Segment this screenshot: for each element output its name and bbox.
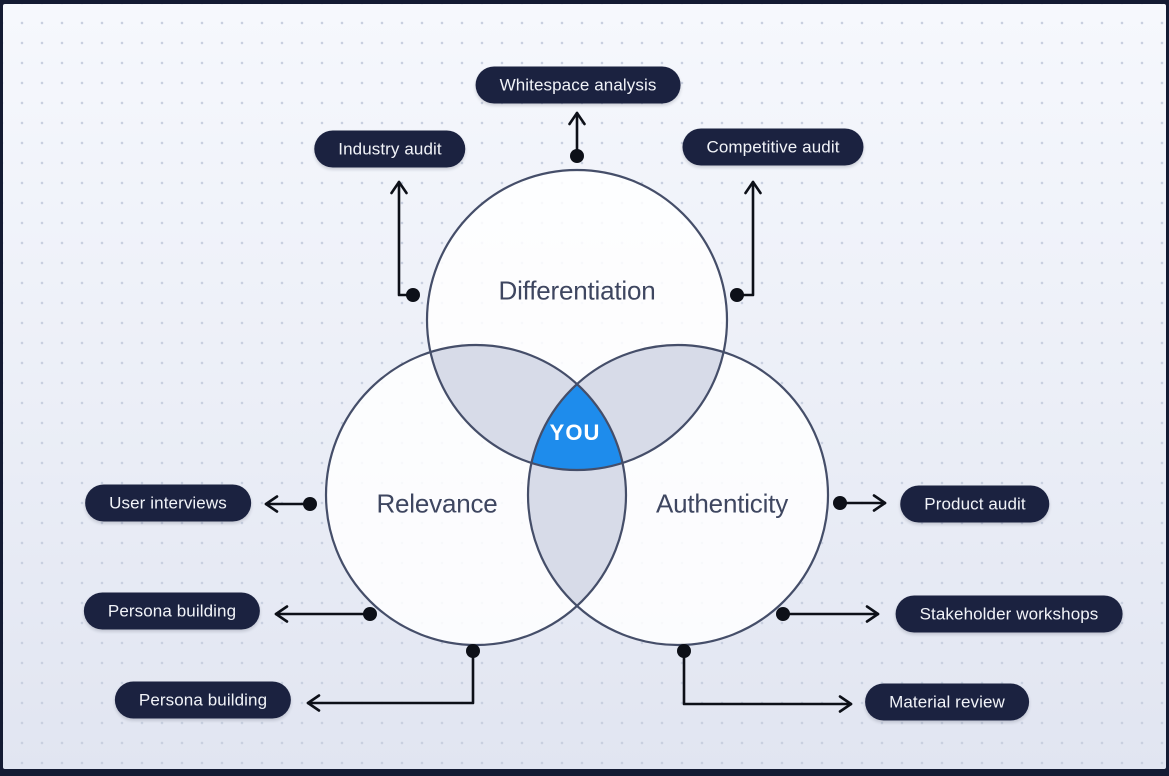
connector-origin-dot [466, 644, 480, 658]
connector-material-review [677, 644, 853, 713]
arrowhead-icon [744, 180, 762, 195]
connector-stakeholder-workshops [776, 605, 880, 623]
connector-origin-dot [570, 149, 584, 163]
connector-persona-building-2 [306, 644, 480, 712]
circle-differentiation-outline [425, 168, 729, 472]
arrowhead-icon [274, 605, 289, 623]
connector-user-interviews [264, 495, 317, 513]
connector-line [682, 649, 853, 706]
arrowhead-icon [390, 180, 408, 195]
connector-line [735, 180, 755, 297]
arrowhead-icon [264, 495, 279, 513]
connector-product-audit [833, 494, 887, 512]
connector-origin-dot [833, 496, 847, 510]
arrowhead-icon [872, 494, 887, 512]
connector-origin-dot [406, 288, 420, 302]
circle-authenticity-outline [526, 343, 830, 647]
center-overlap-you [528, 345, 626, 470]
connector-persona-building-1 [274, 605, 377, 623]
connector-competitive-audit [730, 180, 762, 302]
connector-line [397, 180, 415, 297]
arrowhead-icon [838, 695, 853, 713]
connector-industry-audit [390, 180, 420, 302]
connector-origin-dot [303, 497, 317, 511]
connector-whitespace-analysis [568, 111, 586, 163]
connector-origin-dot [776, 607, 790, 621]
arrowhead-icon [865, 605, 880, 623]
connector-origin-dot [363, 607, 377, 621]
connector-line [306, 649, 475, 705]
arrowhead-icon [306, 694, 321, 712]
arrowhead-icon [568, 111, 586, 126]
connector-origin-dot [730, 288, 744, 302]
connector-origin-dot [677, 644, 691, 658]
